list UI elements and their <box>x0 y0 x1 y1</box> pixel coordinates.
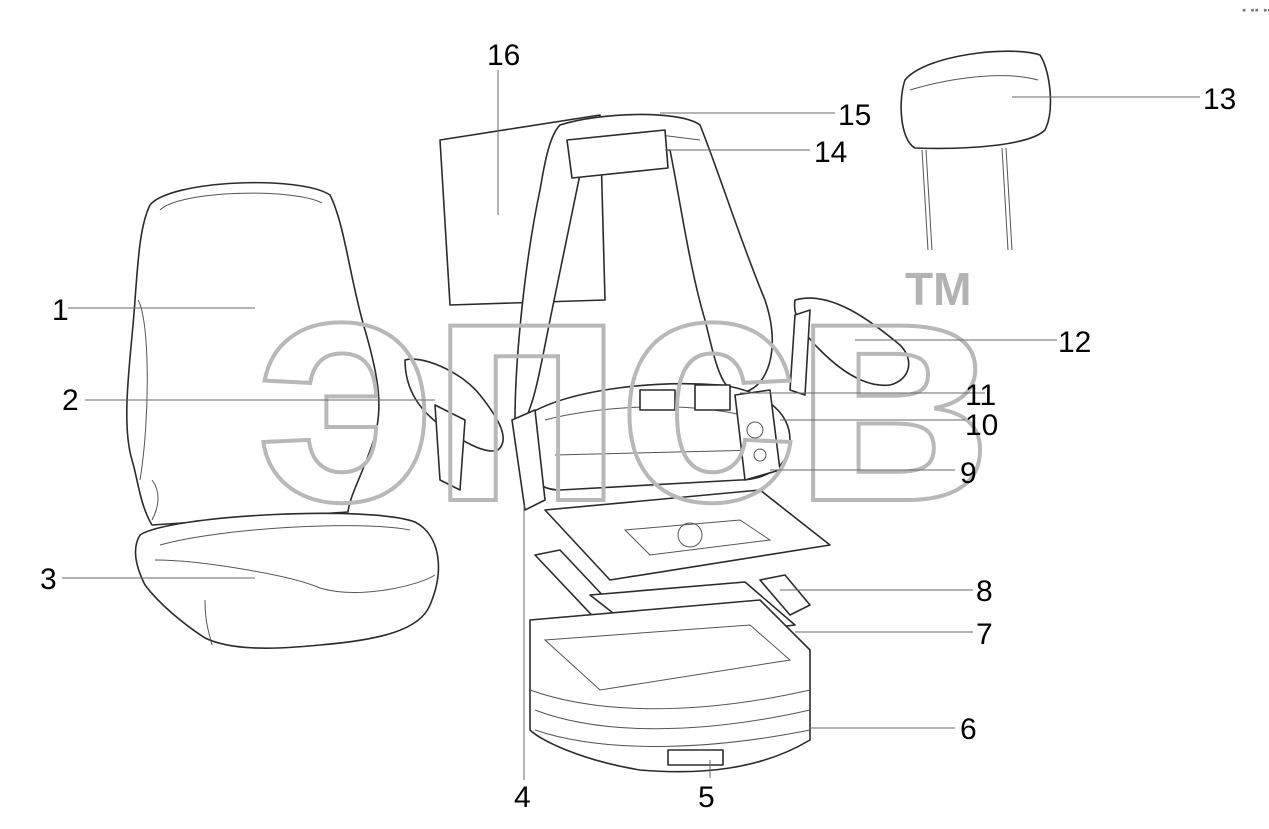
part-seat-cushion <box>134 512 440 649</box>
part-headrest <box>900 50 1052 251</box>
watermark-text: эпсв <box>255 201 983 570</box>
callout-7: 7 <box>976 618 993 651</box>
callout-15: 15 <box>838 99 871 132</box>
callout-8: 8 <box>976 575 993 608</box>
callout-16: 16 <box>487 39 520 72</box>
callout-1: 1 <box>52 294 69 327</box>
part-seat-frame <box>511 113 791 511</box>
watermark-trademark: TM <box>905 263 971 315</box>
callout-13: 13 <box>1203 83 1236 116</box>
callout-9: 9 <box>960 457 977 490</box>
callout-labels: 1 2 3 4 5 6 7 8 9 10 11 12 13 14 15 16 <box>40 39 1236 814</box>
part-left-armrest <box>404 358 504 491</box>
callout-14: 14 <box>814 136 847 169</box>
callout-12: 12 <box>1058 326 1091 359</box>
corner-mark: ▪ ▪▪ ▪▪▪ <box>1242 6 1269 14</box>
callout-4: 4 <box>514 781 531 814</box>
leader-lines <box>62 70 1200 780</box>
callout-10: 10 <box>965 409 998 442</box>
callout-11: 11 <box>965 379 996 412</box>
part-suspension <box>529 599 811 773</box>
callout-5: 5 <box>698 781 715 814</box>
callout-3: 3 <box>40 563 57 596</box>
part-backrest-cushion <box>125 181 380 526</box>
part-right-armrest <box>789 297 910 396</box>
callout-6: 6 <box>960 713 977 746</box>
part-base-plate <box>544 489 831 581</box>
watermark: эпсв TM <box>253 199 995 572</box>
callout-2: 2 <box>62 384 79 417</box>
part-height-lever <box>667 749 724 766</box>
